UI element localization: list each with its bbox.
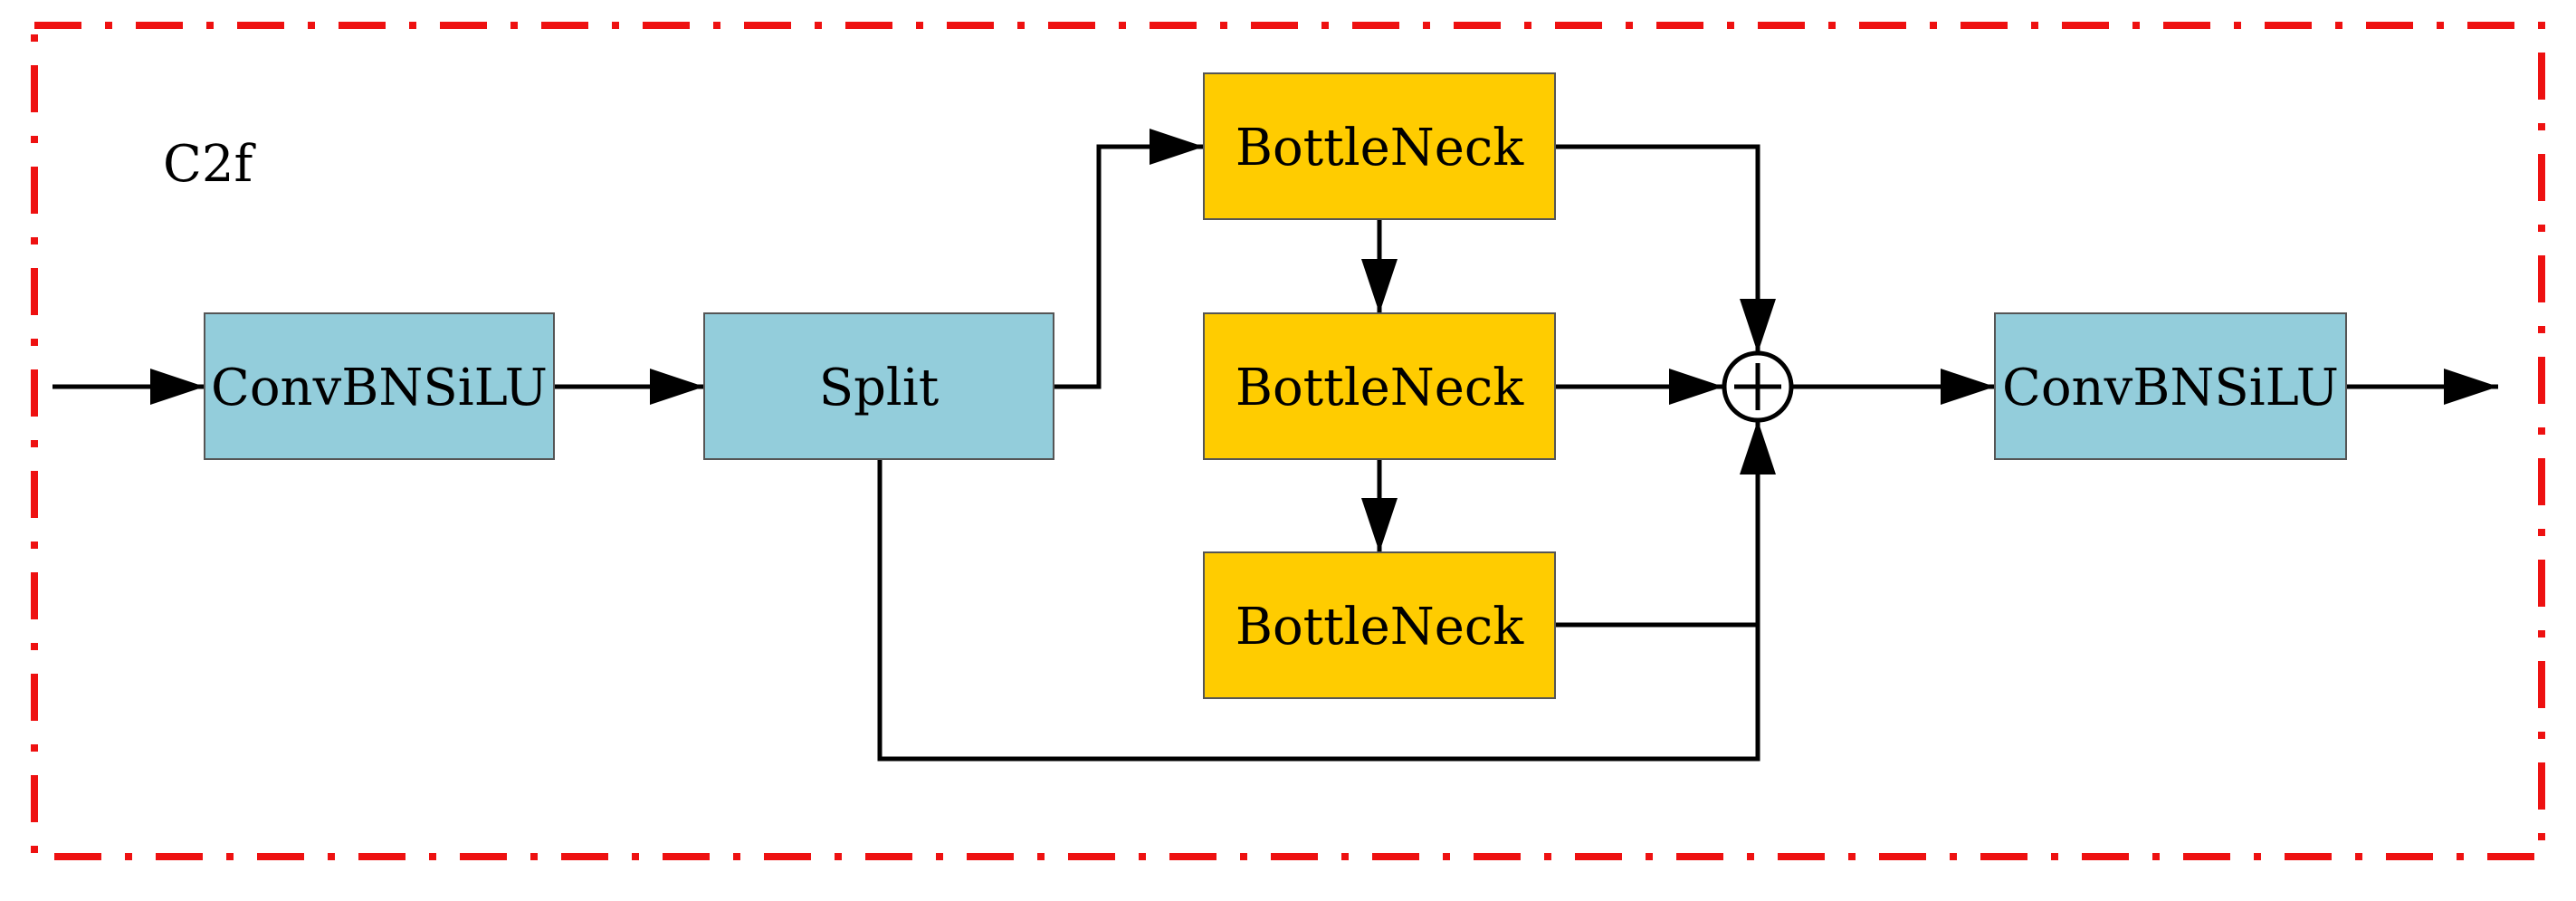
bottleneck-block-2: BottleNeck: [1203, 312, 1556, 460]
split-block: Split: [703, 312, 1054, 460]
bottleneck-block-3: BottleNeck: [1203, 551, 1556, 699]
module-boundary-frame: [31, 22, 2545, 860]
conv-bn-silu-input-label: ConvBNSiLU: [211, 359, 548, 417]
concat-node: [1722, 350, 1794, 423]
split-label: Split: [819, 359, 940, 417]
conv-bn-silu-output-label: ConvBNSiLU: [2002, 359, 2339, 417]
bottleneck1-to-concat-arrow: [1555, 144, 1776, 353]
bottleneck-block-1: BottleNeck: [1203, 72, 1556, 220]
module-title: C2f: [163, 135, 256, 194]
split-bypass-to-concat-arrow: [877, 420, 1776, 762]
bottleneck-1-label: BottleNeck: [1236, 119, 1524, 177]
bottleneck-2-label: BottleNeck: [1236, 359, 1524, 417]
split-to-bottleneck1-arrow: [1054, 129, 1204, 389]
conv-bn-silu-input-block: ConvBNSiLU: [204, 312, 555, 460]
bottleneck-3-label: BottleNeck: [1236, 598, 1524, 657]
conv-bn-silu-output-block: ConvBNSiLU: [1994, 312, 2347, 460]
